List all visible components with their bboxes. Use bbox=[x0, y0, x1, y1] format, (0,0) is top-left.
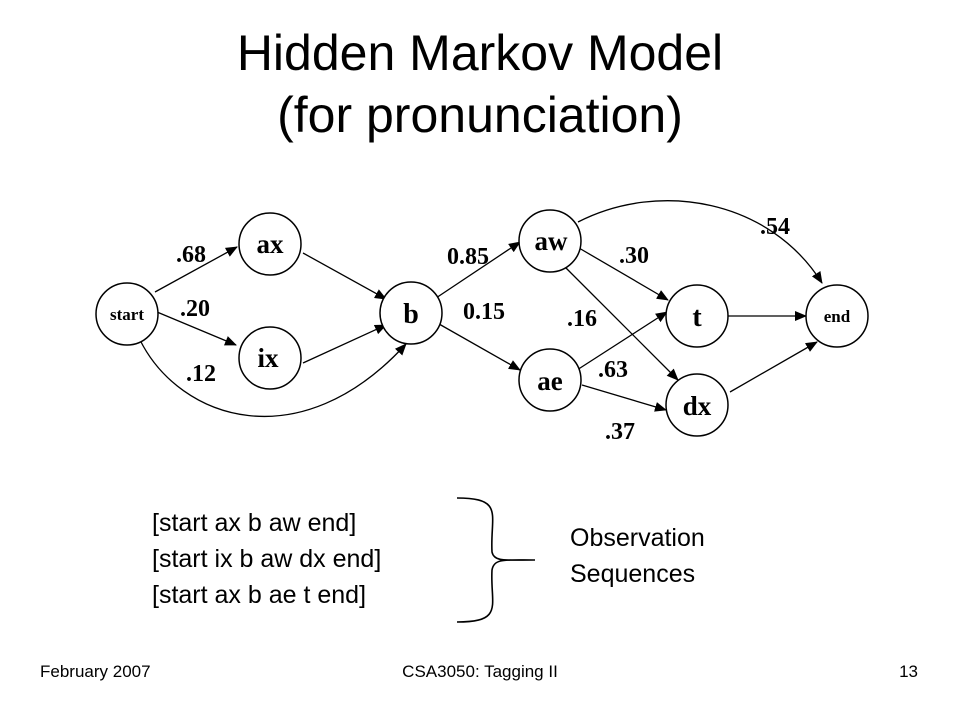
edge-start-ix bbox=[156, 311, 237, 346]
node-start bbox=[95, 282, 159, 346]
node-aw bbox=[518, 209, 582, 273]
observation-label-line-1: Observation bbox=[570, 524, 705, 552]
edge-ae-dx bbox=[581, 384, 667, 412]
edge-dx-end bbox=[729, 341, 818, 393]
edge-aw-t bbox=[578, 247, 669, 301]
node-ix-label: ix bbox=[257, 343, 279, 373]
node-dx bbox=[665, 373, 729, 437]
node-ax-label: ax bbox=[257, 229, 285, 259]
node-ax bbox=[238, 212, 302, 276]
prob-ae-t: .63 bbox=[598, 357, 628, 383]
node-ae bbox=[518, 348, 582, 412]
edge-b-ae bbox=[431, 319, 521, 371]
edge-ax-b bbox=[302, 252, 387, 300]
prob-b-aw: 0.85 bbox=[447, 244, 489, 270]
observation-sequence-list: [start ax b aw end] [start ix b aw dx en… bbox=[152, 505, 381, 613]
curly-brace bbox=[456, 497, 536, 623]
node-aw-label: aw bbox=[535, 226, 569, 256]
sequence-item: [start ix b aw dx end] bbox=[152, 545, 382, 573]
prob-start-b: .12 bbox=[186, 361, 216, 387]
sequence-item: [start ax b aw end] bbox=[152, 509, 357, 537]
edge-b-aw bbox=[429, 241, 521, 303]
node-b-label: b bbox=[403, 299, 419, 330]
node-end-label: end bbox=[824, 307, 851, 326]
node-ae-label: ae bbox=[537, 366, 563, 396]
footer-course: CSA3050: Tagging II bbox=[402, 662, 558, 681]
footer-page-number: 13 bbox=[899, 662, 918, 681]
prob-aw-end: .54 bbox=[760, 214, 790, 240]
prob-ae-dx: .37 bbox=[605, 419, 635, 445]
node-b bbox=[379, 281, 443, 345]
edge-start-b bbox=[139, 339, 407, 418]
prob-start-ax: .68 bbox=[176, 242, 206, 268]
prob-aw-t: .30 bbox=[619, 243, 649, 269]
prob-start-ix: .20 bbox=[180, 296, 210, 322]
edge-ae-t bbox=[576, 311, 668, 371]
footer-date: February 2007 bbox=[40, 662, 151, 681]
observation-label: Observation Sequences bbox=[570, 520, 705, 592]
slide-title: Hidden Markov Model (for pronunciation) bbox=[0, 22, 960, 146]
node-t bbox=[665, 284, 729, 348]
prob-aw-dx: .16 bbox=[567, 306, 597, 332]
prob-b-ae: 0.15 bbox=[463, 299, 505, 325]
edge-start-ax bbox=[154, 246, 238, 293]
sequence-item: [start ax b ae t end] bbox=[152, 581, 367, 609]
node-end bbox=[805, 284, 869, 348]
node-ix bbox=[238, 326, 302, 390]
node-t-label: t bbox=[692, 302, 702, 333]
node-dx-label: dx bbox=[683, 391, 712, 421]
edge-aw-end bbox=[577, 200, 823, 284]
observation-label-line-2: Sequences bbox=[570, 560, 696, 588]
node-start-label: start bbox=[110, 305, 144, 324]
edge-ix-b bbox=[302, 324, 387, 364]
title-line-2: (for pronunciation) bbox=[277, 87, 683, 143]
edge-aw-dx bbox=[565, 267, 679, 381]
title-line-1: Hidden Markov Model bbox=[236, 25, 724, 81]
